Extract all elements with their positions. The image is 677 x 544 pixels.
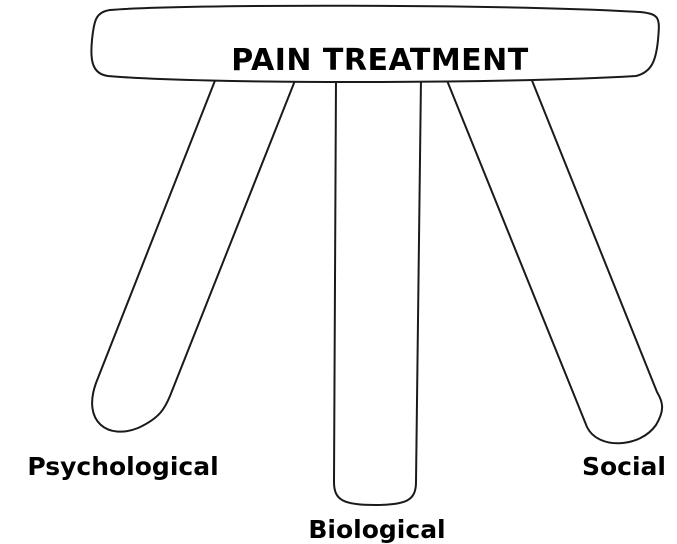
leg-social [446,78,662,443]
label-biological: Biological [308,515,445,544]
seat-title: PAIN TREATMENT [231,43,529,78]
label-psychological: Psychological [27,452,218,481]
label-social: Social [582,452,666,481]
leg-psychological [92,78,296,432]
leg-biological [334,78,421,505]
